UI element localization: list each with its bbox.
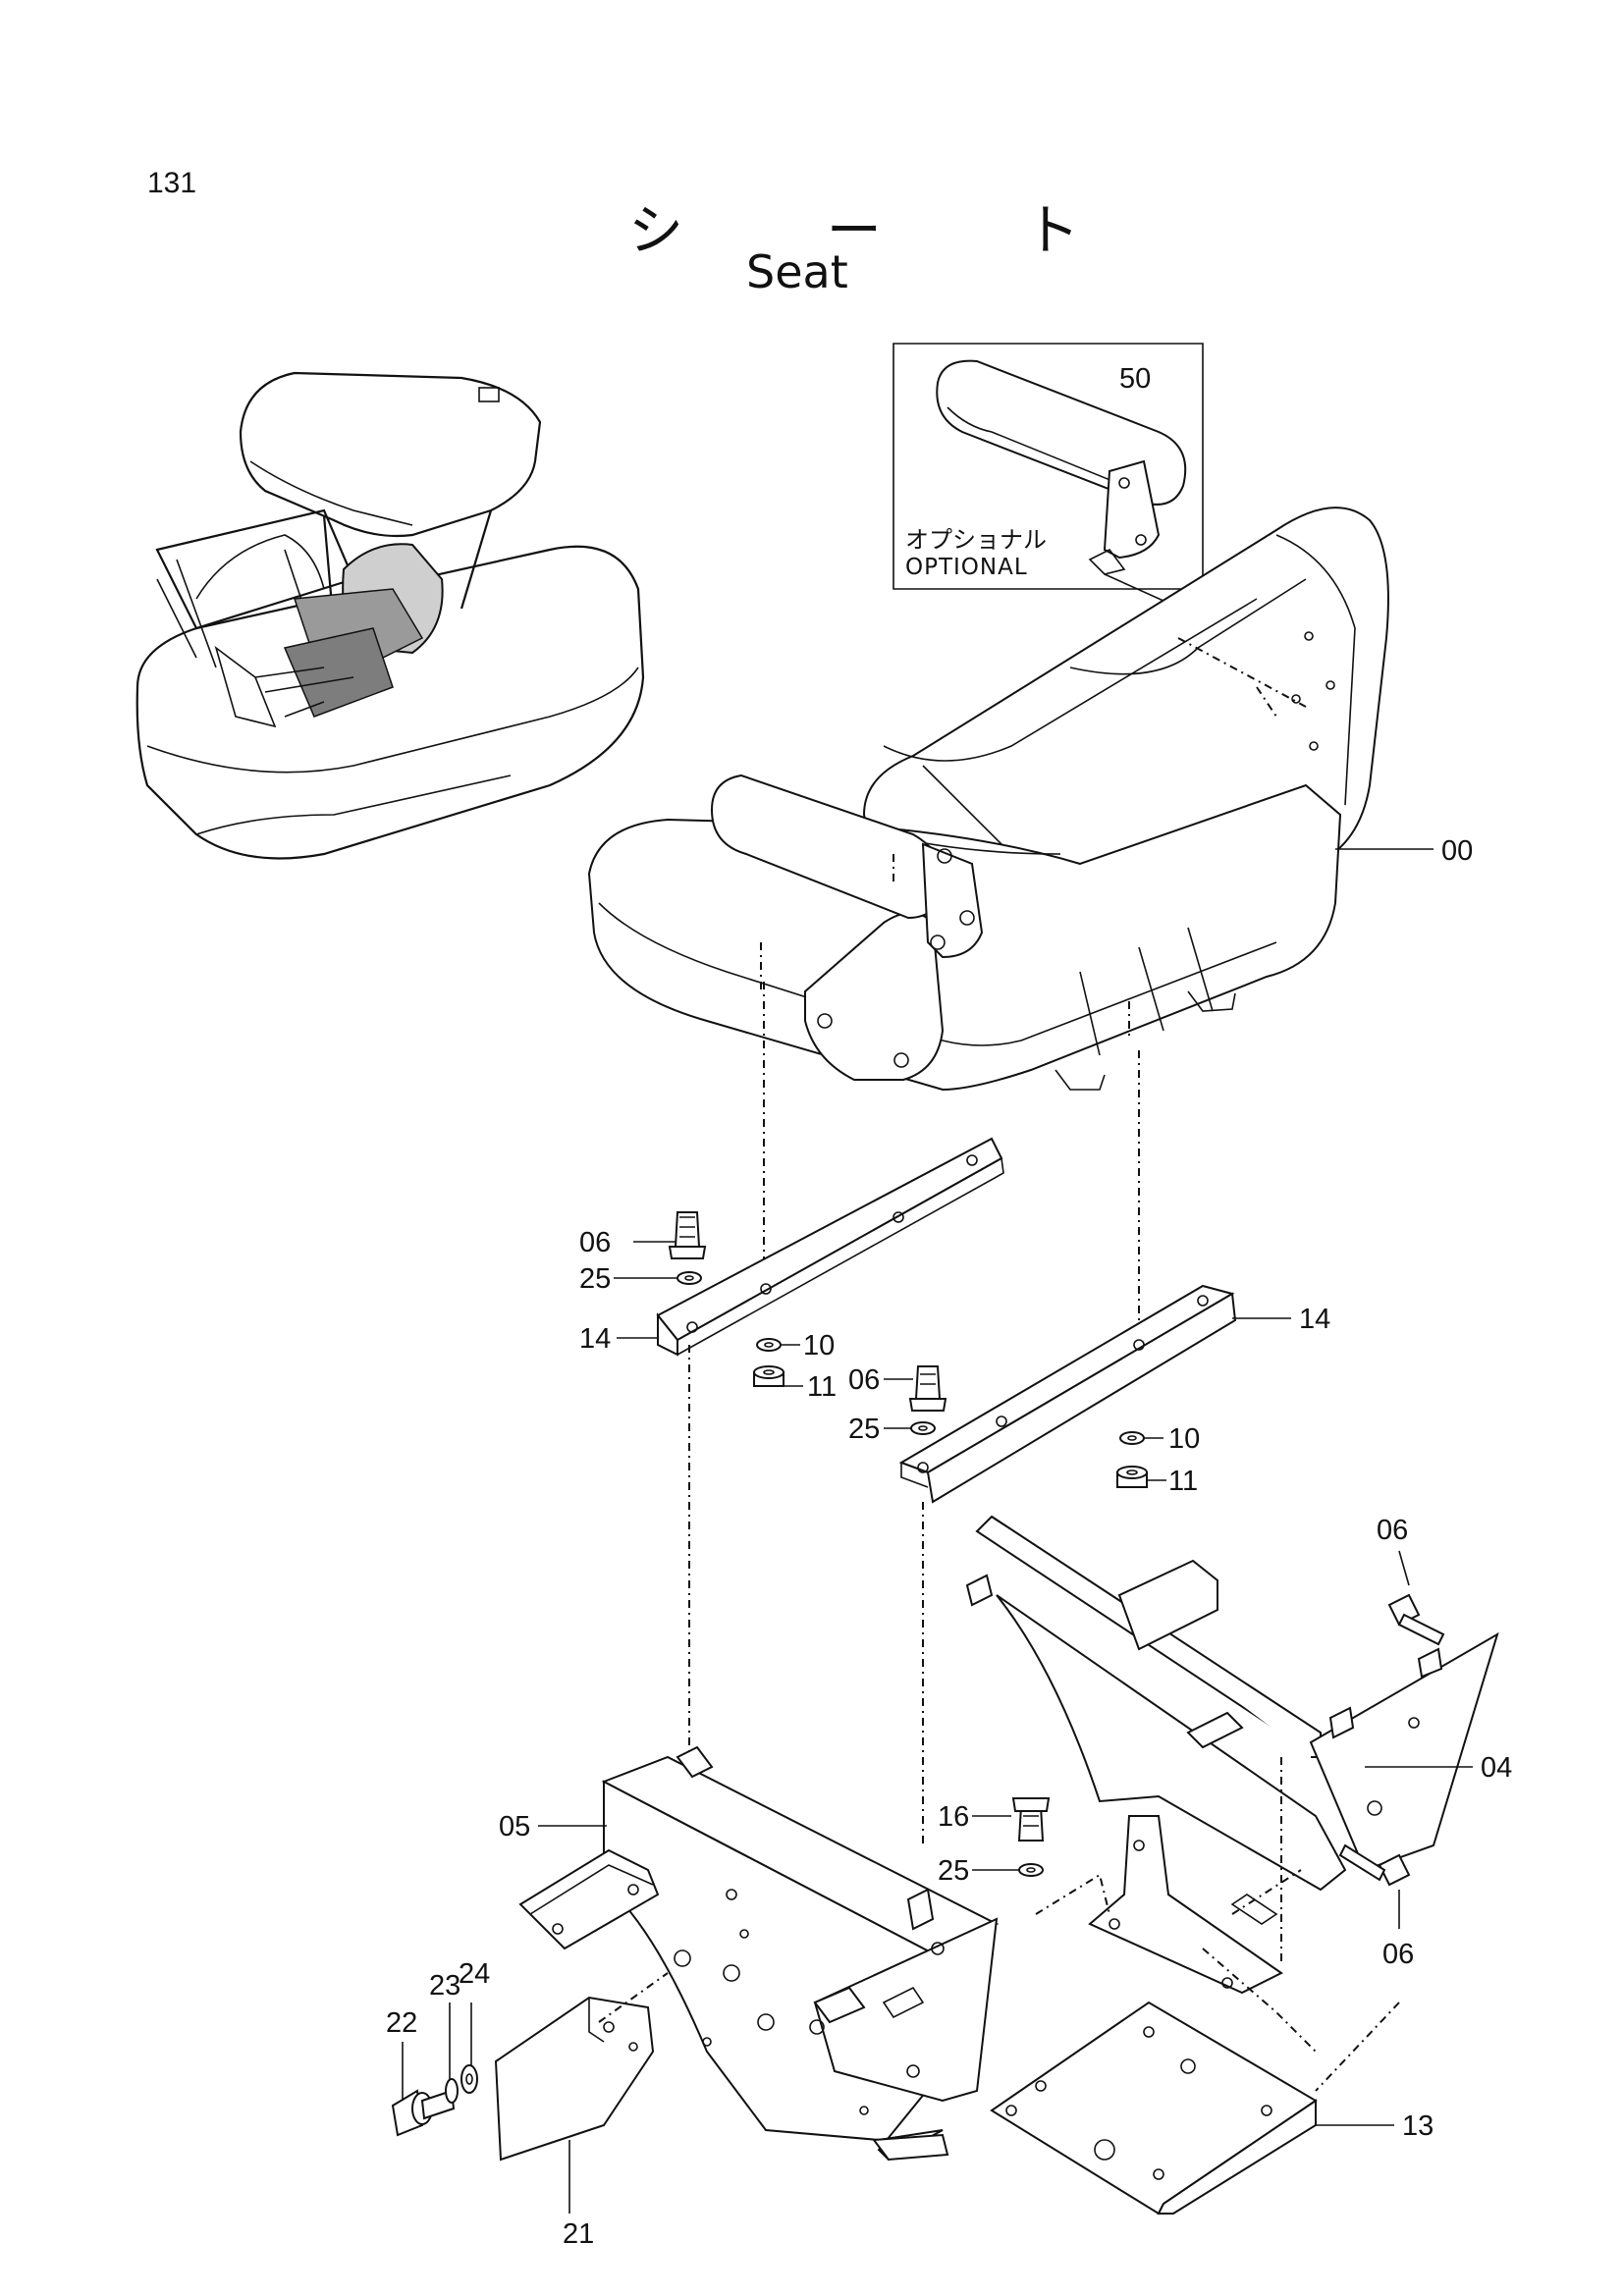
page-number: 131 [147,167,197,199]
callout-06: 06 [1377,1515,1408,1546]
callout-06: 06 [1382,1939,1414,1970]
callout-06: 06 [579,1227,611,1258]
hardware-16-25 [972,1797,1051,1877]
hardware-left [614,1211,803,1387]
floor-plate-13 [990,1948,1400,2216]
optional-armrest-box [893,343,1248,629]
bracket-right-04 [965,1515,1499,1995]
bracket-left-05 [518,1745,1000,2162]
wing-bolt-22-23-24 [391,2002,478,2137]
callout-06: 06 [848,1364,880,1396]
callout-16: 16 [938,1801,969,1833]
callout-13: 13 [1402,2110,1434,2142]
callout-10: 10 [1168,1423,1200,1455]
seat-rail-right [898,1284,1291,1504]
hardware-right [884,1365,1166,1488]
seat-assembly [587,507,1434,1092]
plate-21 [494,1972,669,2214]
callout-24: 24 [459,1958,490,1990]
callout-14: 14 [579,1323,611,1355]
callout-25: 25 [938,1855,969,1887]
callout-00: 00 [1441,835,1473,867]
callout-21: 21 [563,2218,594,2250]
callout-10: 10 [803,1330,835,1362]
callout-14: 14 [1299,1304,1330,1335]
optional-label-japanese: オプショナル [905,526,1047,554]
callout-25: 25 [848,1414,880,1445]
callout-25: 25 [579,1263,611,1295]
callout-22: 22 [386,2007,417,2039]
callout-05: 05 [499,1811,530,1842]
callout-04: 04 [1481,1752,1512,1784]
machine-overview-sketch [135,371,645,860]
title-english: Seat [746,245,848,298]
callout-11: 11 [807,1371,837,1403]
bolt-06-lower-right [1338,1843,1411,1929]
callout-50: 50 [1119,363,1151,395]
title-japanese: シ ー ト [628,199,1143,263]
optional-label-english: OPTIONAL [905,555,1028,580]
seat-rail-left [617,1137,1004,1357]
callout-23: 23 [429,1970,460,2002]
callout-11: 11 [1168,1466,1198,1497]
bolt-06-upper-right [1387,1550,1445,1646]
